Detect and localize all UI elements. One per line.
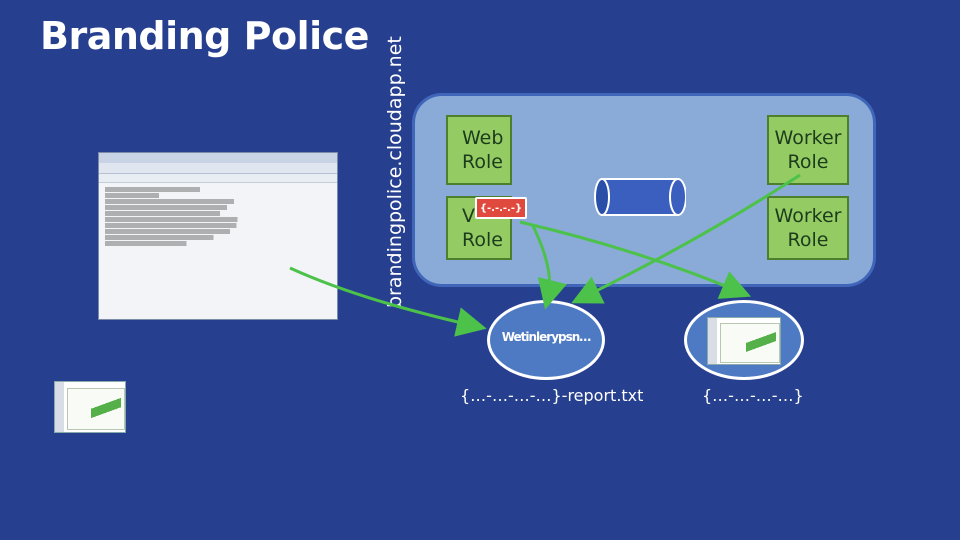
guid-file-label: {…-…-…-…} [702, 386, 804, 405]
worker-role-2-line-1: Worker [774, 205, 842, 227]
worker-role-2-line-2: Role [787, 229, 829, 251]
worker-role-2: Worker Role [767, 196, 849, 260]
browser-window-screenshot [98, 152, 338, 320]
web-role-1-line-2: Role [462, 151, 503, 173]
web-role-1-line-1: Web [462, 127, 504, 149]
message-badge: {-.-.-.-} [475, 197, 527, 219]
worker-role-1-line-1: Worker [774, 127, 842, 149]
storage-blob-circle [487, 300, 605, 380]
storage-blob-circle-right [684, 300, 804, 380]
queue-icon [594, 178, 686, 216]
worker-role-1-line-2: Role [787, 151, 829, 173]
worker-role-1: Worker Role [767, 115, 849, 185]
site-url: brandingpolice.cloudapp.net [384, 36, 406, 308]
web-role-1: Web Role [446, 115, 512, 185]
web-role-2-line-2: Role [462, 229, 503, 251]
web-role-2-line-1: V [462, 205, 475, 227]
page-title: Branding Police [40, 14, 369, 58]
presentation-thumbnail-left [54, 381, 126, 433]
storage-label: Wetinlerypsn… [501, 330, 592, 344]
presentation-thumbnail-right [707, 317, 781, 365]
report-file-label: {…-…-…-…}-report.txt [460, 386, 644, 405]
